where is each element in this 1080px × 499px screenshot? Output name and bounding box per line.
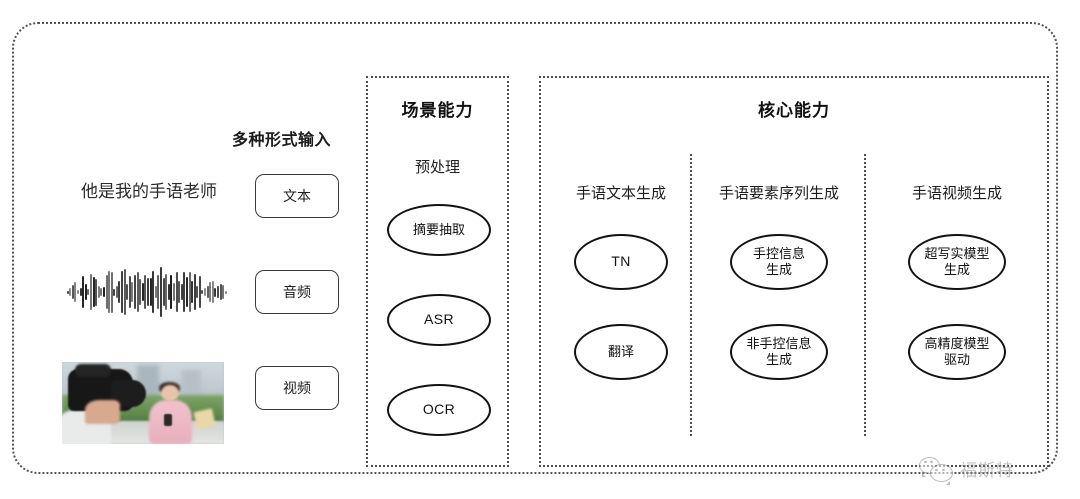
input-type-audio-box[interactable]: 音频 — [255, 270, 339, 314]
core-column-2-title: 手语要素序列生成 — [718, 185, 839, 202]
core-panel-title: 核心能力 — [758, 101, 830, 120]
core-node-manual-info-generation[interactable]: 手控信息生成 — [730, 234, 828, 290]
core-column-sign-element-sequence-generation: 手语要素序列生成 手控信息生成 非手控信息生成 — [693, 154, 865, 454]
wechat-icon — [919, 456, 953, 485]
core-node-high-precision-model-driving[interactable]: 高精度模型驱动 — [908, 324, 1006, 380]
input-type-video-box[interactable]: 视频 — [255, 366, 339, 410]
core-column-sign-video-generation: 手语视频生成 超写实模型生成 高精度模型驱动 — [871, 154, 1043, 454]
core-column-divider-1 — [690, 154, 692, 436]
watermark-text: 福斯特 — [960, 461, 1014, 480]
inputs-area: 多种形式输入 他是我的手语老师 文本 音频 视频 — [44, 94, 344, 464]
inputs-title: 多种形式输入 — [232, 132, 332, 149]
core-node-non-manual-info-generation[interactable]: 非手控信息生成 — [730, 324, 828, 380]
core-node-translation[interactable]: 翻译 — [574, 324, 668, 380]
scene-node-ocr[interactable]: OCR — [387, 384, 491, 436]
input-type-text-box[interactable]: 文本 — [255, 174, 339, 218]
scene-node-asr[interactable]: ASR — [387, 294, 491, 346]
watermark: 福斯特 — [919, 456, 1014, 485]
core-capability-panel: 核心能力 手语文本生成 TN 翻译 手语要素序列生成 手控信息生成 非手控信息生… — [539, 76, 1049, 467]
core-column-divider-2 — [864, 154, 866, 436]
core-column-3-title: 手语视频生成 — [911, 185, 1002, 202]
diagram-outer-frame: 多种形式输入 他是我的手语老师 文本 音频 视频 场景能力 预处理 摘要抽 — [12, 22, 1058, 485]
scene-panel-subtitle: 预处理 — [414, 159, 460, 176]
core-node-tn[interactable]: TN — [574, 234, 668, 290]
audio-waveform-icon — [52, 262, 242, 322]
video-thumbnail-image — [62, 362, 224, 444]
scene-capability-panel: 场景能力 预处理 摘要抽取 ASR OCR — [366, 76, 509, 467]
sample-text-label: 他是我的手语老师 — [81, 182, 217, 201]
scene-panel-title: 场景能力 — [401, 101, 474, 120]
core-node-hyperrealistic-model-generation[interactable]: 超写实模型生成 — [908, 234, 1006, 290]
core-column-sign-text-generation: 手语文本生成 TN 翻译 — [547, 154, 695, 454]
scene-node-summary-extraction[interactable]: 摘要抽取 — [387, 204, 491, 256]
core-column-1-title: 手语文本生成 — [575, 185, 666, 202]
